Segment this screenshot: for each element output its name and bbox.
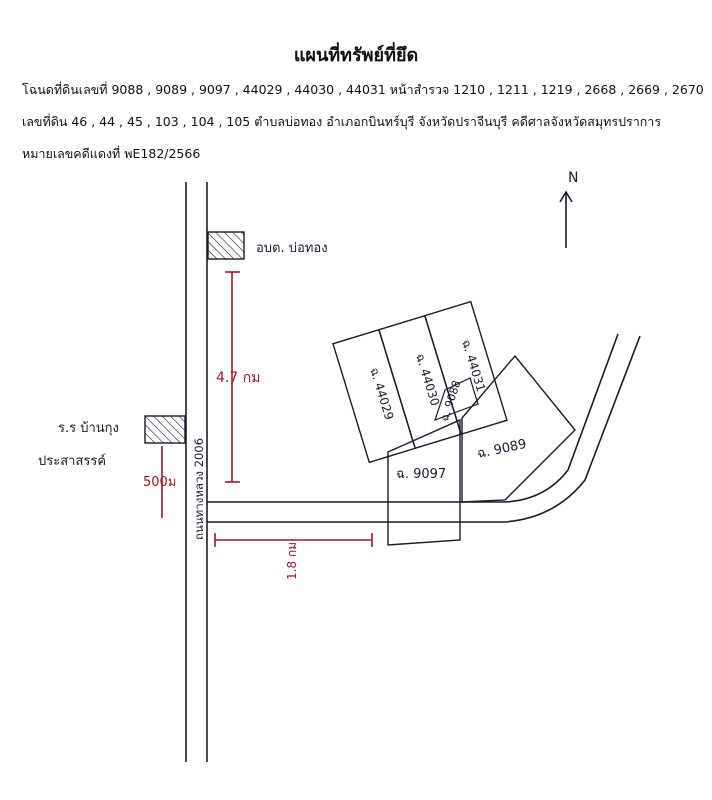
case-number-line: หมายเลขคดีแดงที่ พE182/2566 bbox=[22, 146, 201, 161]
distance-horizontal: 1.8 กม bbox=[214, 533, 373, 580]
parcel-9089-label: ฉ. 9089 bbox=[476, 437, 528, 462]
sao-office-label: อบต. บ่อทอง bbox=[256, 241, 328, 256]
parcel-group: ฉ. 44029 ฉ. 44030 ฉ. 44031 ฉ. 9088 ฉ. 90… bbox=[332, 300, 576, 546]
map-title: แผนที่ทรัพย์ที่ยึด bbox=[293, 45, 419, 66]
main-road: ถนนทางหลวง 2006 bbox=[185, 182, 208, 762]
parcel-9097-outline bbox=[387, 418, 461, 546]
parcel-9097-label: ฉ. 9097 bbox=[396, 467, 446, 482]
north-arrow: N bbox=[559, 170, 578, 248]
distance-school: 500ม bbox=[143, 446, 176, 518]
parcel-44030-outline bbox=[378, 314, 462, 450]
distance-vertical: 4.7 กม bbox=[216, 271, 260, 483]
road-name-label: ถนนทางหลวง 2006 bbox=[192, 438, 206, 540]
parcel-44029-outline bbox=[332, 328, 417, 464]
sao-office-marker: อบต. บ่อทอง bbox=[207, 231, 328, 260]
school-marker: ร.ร บ้านกุง ประสาสรรค์ bbox=[38, 415, 186, 469]
location-line: เลขที่ดิน 46 , 44 , 45 , 103 , 104 , 105… bbox=[22, 114, 662, 129]
side-road bbox=[207, 333, 641, 523]
distance-school-label: 500ม bbox=[143, 475, 176, 490]
distance-horizontal-label: 1.8 กม bbox=[285, 542, 299, 580]
parcel-44031-outline bbox=[423, 300, 508, 436]
school-label-2: ประสาสรรค์ bbox=[38, 453, 106, 469]
north-label: N bbox=[568, 170, 578, 186]
school-label-1: ร.ร บ้านกุง bbox=[58, 421, 119, 436]
parcel-9089-outline bbox=[461, 354, 576, 503]
distance-vertical-label: 4.7 กม bbox=[216, 370, 260, 386]
deed-numbers-line: โฉนดที่ดินเลขที่ 9088 , 9089 , 9097 , 44… bbox=[22, 82, 704, 97]
